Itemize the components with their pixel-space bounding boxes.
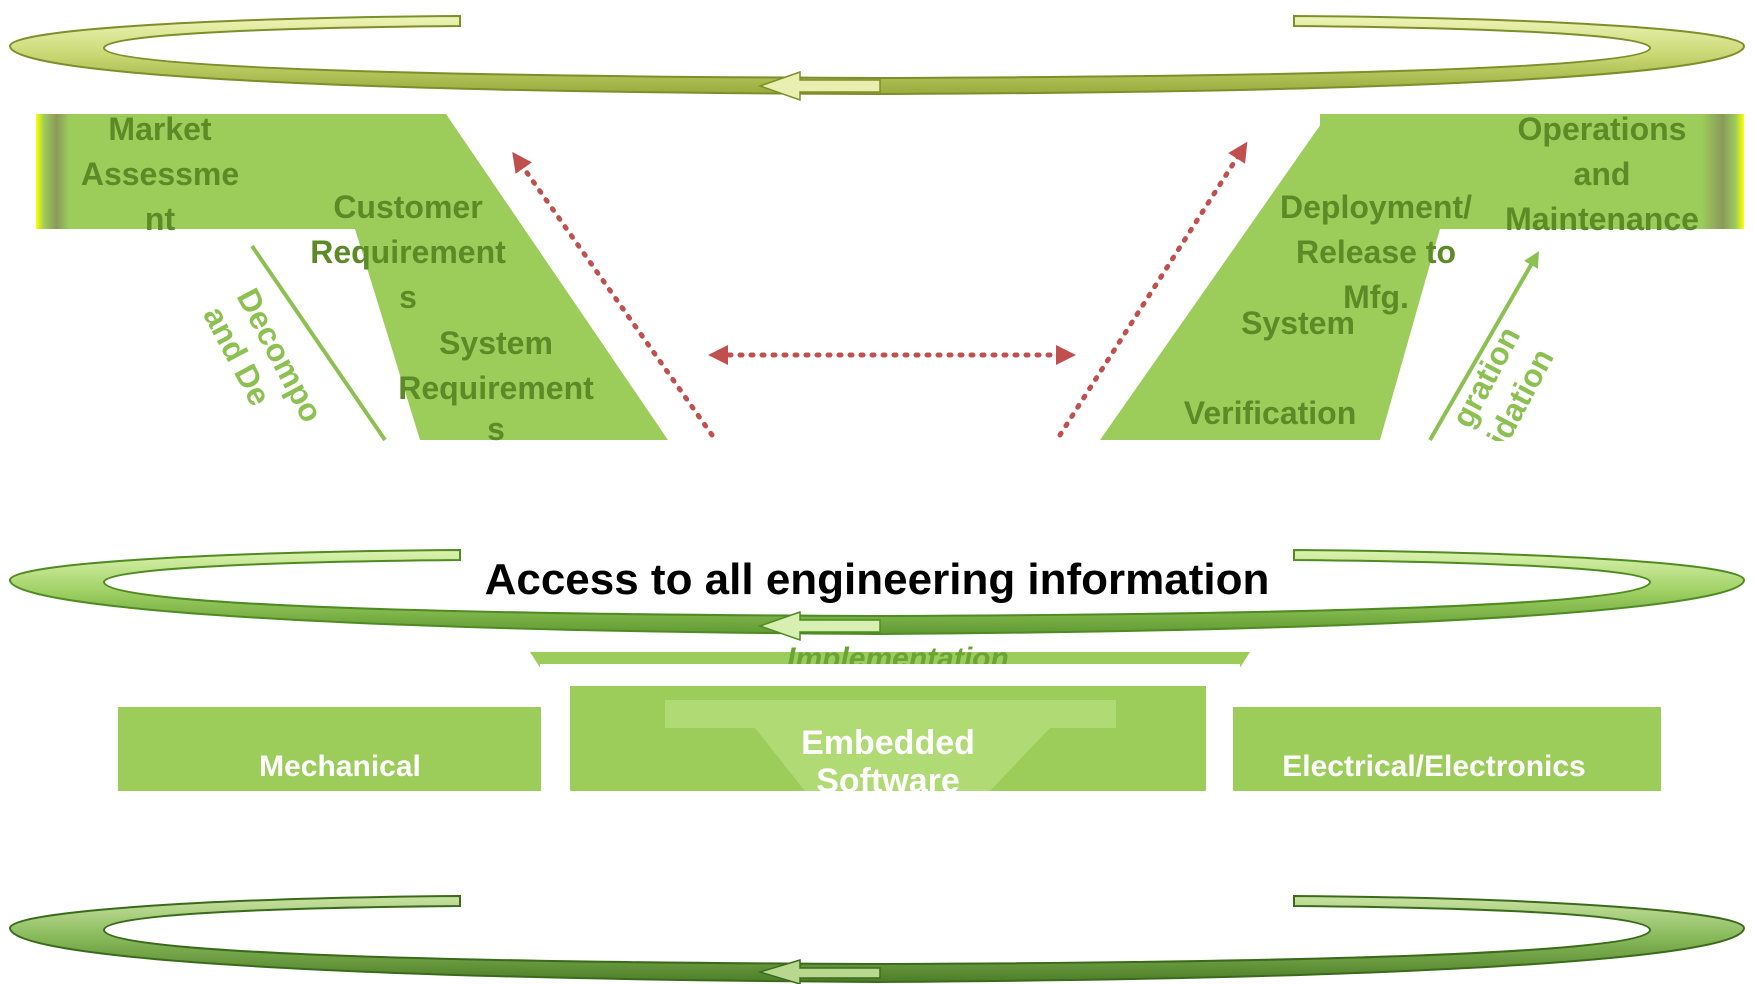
deployment-label-2: Release to <box>1296 234 1456 270</box>
operations-label-1: Operations <box>1518 111 1687 147</box>
bottom-ring-arrowhead <box>757 958 881 984</box>
middle-cycle-ring <box>8 548 1746 642</box>
left-v-slope <box>250 114 668 440</box>
v-model-left-wing <box>36 114 668 442</box>
customer-requirements-label-1: Customer <box>333 189 482 225</box>
market-assessment-label-3: nt <box>145 201 176 237</box>
customer-requirements-label-3: s <box>399 279 417 315</box>
deployment-label-3: Mfg. <box>1343 279 1409 315</box>
mechanical-label: Mechanical <box>259 750 421 783</box>
middle-ring-arrowhead <box>757 610 881 642</box>
embedded-software-funnel <box>665 700 1116 791</box>
system-verification-label-2: Verification <box>1184 395 1357 431</box>
electrical-box <box>1233 707 1661 791</box>
access-banner: Access to all engineering information <box>485 555 1270 604</box>
right-trace-arrow <box>1057 141 1248 438</box>
decomposition-arrow-line <box>250 244 387 442</box>
system-requirements-label-1: System <box>439 325 553 361</box>
top-ring-arrowhead <box>757 70 881 102</box>
operations-label-2: and <box>1574 156 1631 192</box>
system-requirements-label-3: s <box>487 411 505 447</box>
embedded-software-label-1: Embedded <box>801 724 975 762</box>
operations-label-3: Maintenance <box>1505 201 1699 237</box>
electrical-label: Electrical/Electronics <box>1282 750 1586 783</box>
customer-requirements-label-2: Requirement <box>310 234 506 270</box>
integration-arrow-line <box>1428 251 1539 441</box>
implementation-section: Implementation Mechanical Embedded Softw… <box>0 642 1754 891</box>
system-verification-label-1: System <box>1241 305 1355 341</box>
left-trace-arrow <box>512 151 715 438</box>
bottom-cycle-ring <box>8 894 1746 984</box>
v-model-right-wing <box>1100 114 1744 441</box>
traceability-arrows <box>512 141 1248 438</box>
system-requirements-label-2: Requirement <box>398 370 594 406</box>
market-assessment-label-2: Assessme <box>81 156 239 192</box>
right-v-slope <box>1100 114 1500 440</box>
market-assessment-label-1: Market <box>108 111 212 147</box>
deployment-label-1: Deployment/ <box>1280 189 1472 225</box>
mechanical-box <box>118 707 541 791</box>
top-cycle-ring <box>8 14 1746 102</box>
